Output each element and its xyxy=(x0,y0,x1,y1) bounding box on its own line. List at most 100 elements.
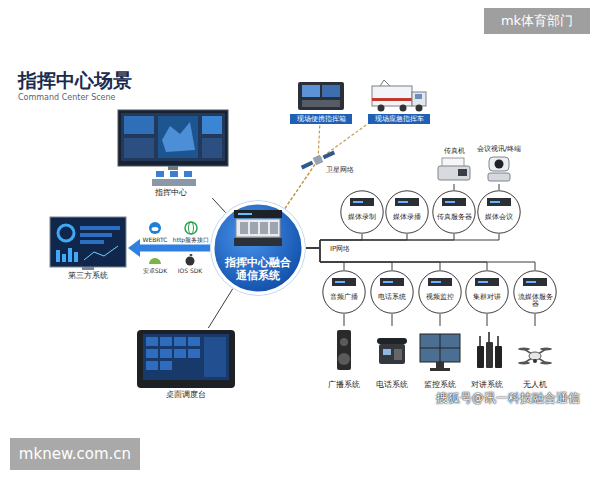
connector xyxy=(306,234,407,248)
http-icon xyxy=(185,222,197,234)
dashboard-bar xyxy=(80,233,112,237)
circle-outline xyxy=(466,271,508,313)
cctv-grid xyxy=(420,334,460,362)
server-light xyxy=(445,201,455,203)
radio-icon xyxy=(477,346,484,368)
subtitle: Command Center Scene xyxy=(18,93,116,103)
node-label: 监控系统 xyxy=(418,380,462,390)
device-node: 传真机 xyxy=(433,146,475,184)
node-label: 传真服务器 xyxy=(436,214,472,221)
phone-body xyxy=(379,344,405,364)
connector xyxy=(344,314,345,326)
dashboard-column xyxy=(68,248,72,262)
case-screen xyxy=(302,85,320,97)
interface-label: WEBRTC xyxy=(140,236,170,243)
chassis-light xyxy=(238,213,252,215)
network-label: IP网络 xyxy=(330,245,350,253)
server-light xyxy=(335,281,345,283)
wheel xyxy=(378,105,385,112)
circle-outline xyxy=(478,191,520,233)
core-system-circle: 指挥中心融合通信系统 xyxy=(210,200,306,296)
connector xyxy=(392,314,393,326)
speaker-icon xyxy=(337,330,351,370)
node-label: 对讲系统 xyxy=(465,380,509,390)
dashboard-bar xyxy=(80,240,104,244)
node-outline xyxy=(465,270,509,314)
chassis-bottom xyxy=(234,238,282,246)
cctv-monitor xyxy=(420,334,460,362)
connector xyxy=(306,248,440,270)
monitor-stand xyxy=(168,166,178,170)
node-label: 媒体录播 xyxy=(389,214,425,221)
circle-halo xyxy=(211,201,306,296)
node-label: 广播系统 xyxy=(322,380,366,390)
dashboard-line xyxy=(84,246,118,260)
console-tile xyxy=(188,337,200,346)
connector xyxy=(212,198,225,213)
node-outline xyxy=(418,270,462,314)
screen-panel xyxy=(202,116,222,134)
server-icon xyxy=(395,198,419,206)
console-tile xyxy=(174,337,186,346)
service-circle: 流媒体服务器 xyxy=(513,270,557,314)
drone-arm xyxy=(524,349,546,363)
node-label: 电话系统 xyxy=(370,380,414,390)
desk-monitor xyxy=(184,171,192,177)
screen-panel xyxy=(124,116,154,134)
phone-keypad xyxy=(394,349,402,360)
vehicle-antenna xyxy=(380,80,390,86)
circle-outline xyxy=(371,271,413,313)
circle-outline xyxy=(213,203,303,293)
node-label: 流媒体服务器 xyxy=(517,294,553,308)
vehicle-body xyxy=(372,86,412,106)
node-label: 视频监控 xyxy=(422,294,458,301)
apple-icon xyxy=(186,257,195,266)
speaker-cone xyxy=(338,353,350,365)
service-circle: 媒体录播 xyxy=(385,190,429,234)
solar-panel xyxy=(323,151,336,160)
server-light xyxy=(478,281,488,283)
node-label: 集群对讲 xyxy=(469,294,505,301)
vehicle-window xyxy=(415,94,422,99)
phone-display xyxy=(383,349,391,355)
connector xyxy=(440,314,441,326)
node-outline xyxy=(370,270,414,314)
circle-outline xyxy=(514,271,556,313)
drone-rotor xyxy=(518,348,530,351)
monitor-frame xyxy=(118,110,228,166)
case-screen xyxy=(322,85,340,97)
server-light xyxy=(398,201,408,203)
chassis-slot xyxy=(250,222,258,234)
device-node: 监控系统 xyxy=(418,326,462,390)
drone-rotor xyxy=(540,362,552,365)
device-node: 无人机 xyxy=(513,326,557,390)
server-icon xyxy=(428,278,452,286)
service-circle: 媒体会议 xyxy=(477,190,521,234)
circle-outline xyxy=(341,191,383,233)
screen-map xyxy=(158,116,198,158)
drone-rotor xyxy=(518,362,530,365)
node-label: 第三方系统 xyxy=(48,271,128,281)
case-keyboard xyxy=(302,100,340,107)
console-tile xyxy=(146,337,158,346)
device-node: 桌面调度台 xyxy=(135,328,237,400)
chassis-middle xyxy=(236,219,280,237)
desk-monitor xyxy=(156,171,164,177)
speaker-cone xyxy=(340,338,348,346)
camera-lens xyxy=(495,160,504,169)
radio-icon xyxy=(495,346,502,368)
server-light xyxy=(526,281,536,283)
chassis-slot xyxy=(260,222,268,234)
dashboard-screen xyxy=(50,217,126,267)
connector xyxy=(285,124,320,208)
console-tile xyxy=(160,361,172,370)
android-icon xyxy=(149,258,161,264)
node-label: 现场应急指挥车 xyxy=(368,114,430,124)
service-circle: 视频监控 xyxy=(418,270,462,314)
node-label: 传真机 xyxy=(433,146,475,156)
service-circle: 电话系统 xyxy=(370,270,414,314)
console-tile xyxy=(188,349,200,358)
node-outline xyxy=(322,270,366,314)
